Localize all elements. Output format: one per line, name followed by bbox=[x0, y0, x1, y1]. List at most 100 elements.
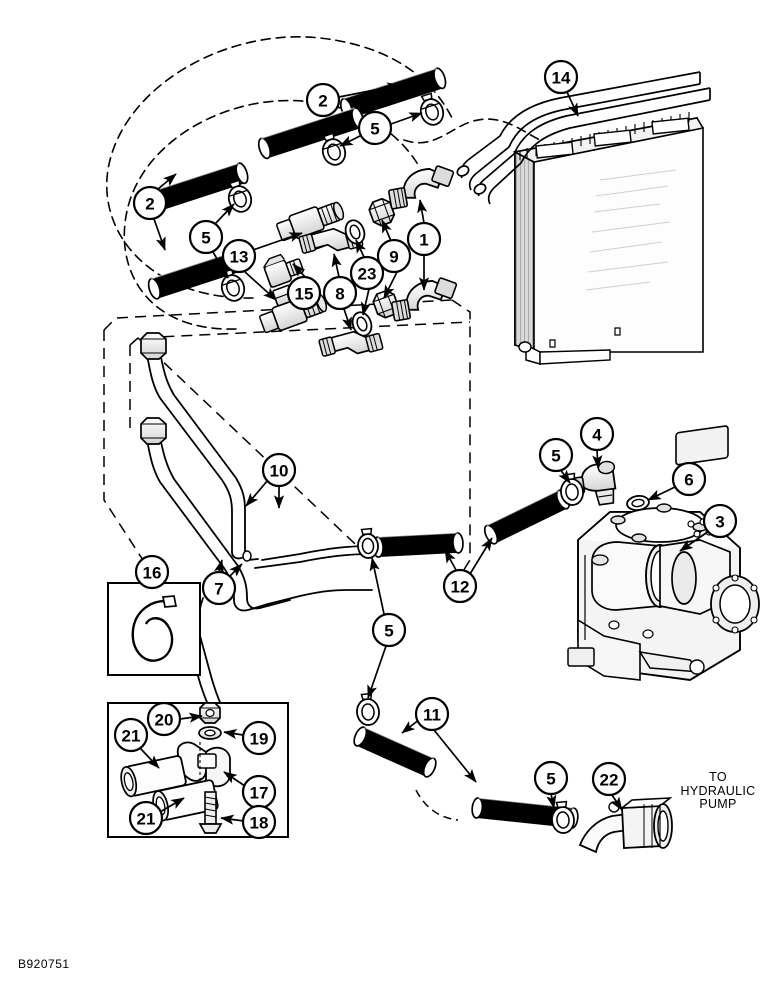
callout-number: 21 bbox=[137, 810, 156, 829]
callout-5[interactable]: 5 bbox=[533, 760, 569, 796]
callout-number: 16 bbox=[143, 564, 162, 583]
callout-11[interactable]: 11 bbox=[414, 696, 450, 732]
callout-5[interactable]: 5 bbox=[538, 437, 574, 473]
callout-18[interactable]: 18 bbox=[241, 804, 277, 840]
callout-circle bbox=[543, 59, 579, 95]
o-ring-pump bbox=[626, 495, 650, 511]
hydraulic-pump-adapter bbox=[578, 797, 673, 854]
callout-circle bbox=[221, 238, 257, 274]
callout-number: 5 bbox=[370, 120, 379, 139]
callout-circle bbox=[702, 503, 738, 539]
callout-22[interactable]: 22 bbox=[591, 761, 627, 797]
callout-circle bbox=[134, 554, 170, 590]
callout-circle bbox=[146, 701, 182, 737]
callout-number: 22 bbox=[600, 771, 619, 790]
callout-number: 15 bbox=[295, 285, 314, 304]
callout-number: 2 bbox=[145, 195, 154, 214]
callout-circle bbox=[414, 696, 450, 732]
cooler-inlet-outlet-hoses bbox=[456, 71, 711, 205]
figure-code: B920751 bbox=[18, 957, 70, 971]
washer-19 bbox=[198, 726, 222, 740]
callout-19[interactable]: 19 bbox=[241, 720, 277, 756]
tube-nut-a bbox=[140, 332, 167, 360]
callout-17[interactable]: 17 bbox=[241, 774, 277, 810]
elbow-90-lower bbox=[391, 277, 458, 322]
callout-circle bbox=[201, 570, 237, 606]
callout-4[interactable]: 4 bbox=[579, 416, 615, 452]
callout-number: 5 bbox=[546, 770, 555, 789]
callout-circle bbox=[579, 416, 615, 452]
callout-21[interactable]: 21 bbox=[128, 800, 164, 836]
callout-10[interactable]: 10 bbox=[261, 452, 297, 488]
callout-5[interactable]: 5 bbox=[357, 110, 393, 146]
elbow-fitting-upper bbox=[298, 227, 364, 254]
callout-number: 5 bbox=[201, 229, 210, 248]
callout-circle bbox=[533, 760, 569, 796]
callout-circle bbox=[591, 761, 627, 797]
callout-9[interactable]: 9 bbox=[376, 238, 412, 274]
callout-13[interactable]: 13 bbox=[221, 238, 257, 274]
callout-5[interactable]: 5 bbox=[371, 612, 407, 648]
callout-number: 19 bbox=[250, 730, 269, 749]
callout-20[interactable]: 20 bbox=[146, 701, 182, 737]
callout-number: 8 bbox=[335, 285, 344, 304]
nut-20 bbox=[199, 702, 221, 724]
callout-6[interactable]: 6 bbox=[671, 461, 707, 497]
callout-circle bbox=[128, 800, 164, 836]
elbow-90-upper bbox=[388, 165, 455, 210]
hydrostatic-pump bbox=[567, 425, 760, 681]
callout-15[interactable]: 15 bbox=[286, 275, 322, 311]
callout-circle bbox=[113, 717, 149, 753]
callout-circle bbox=[371, 612, 407, 648]
hose-clamps-upper bbox=[220, 92, 445, 302]
o-ring-upper bbox=[344, 219, 366, 245]
callout-number: 20 bbox=[155, 711, 174, 730]
callout-circle bbox=[357, 110, 393, 146]
callout-16[interactable]: 16 bbox=[134, 554, 170, 590]
callout-number: 14 bbox=[552, 69, 571, 88]
callout-circle bbox=[406, 221, 442, 257]
callout-number: 1 bbox=[419, 231, 428, 250]
to-hydraulic-pump-label: TO HYDRAULIC PUMP bbox=[666, 770, 770, 812]
callout-circle bbox=[241, 804, 277, 840]
callout-circle bbox=[188, 219, 224, 255]
inset-cable-tie bbox=[107, 582, 201, 676]
callout-circle bbox=[349, 255, 385, 291]
hose-12-assembly bbox=[357, 489, 571, 559]
callout-7[interactable]: 7 bbox=[201, 570, 237, 606]
callout-circle bbox=[305, 82, 341, 118]
callout-14[interactable]: 14 bbox=[543, 59, 579, 95]
bolt-18 bbox=[198, 791, 223, 834]
callout-circle bbox=[241, 720, 277, 756]
callout-number: 9 bbox=[389, 248, 398, 267]
o-ring-lower bbox=[351, 311, 373, 337]
callout-number: 13 bbox=[230, 248, 249, 267]
callout-2[interactable]: 2 bbox=[305, 82, 341, 118]
callout-number: 7 bbox=[214, 580, 223, 599]
hose-clamp-11 bbox=[356, 692, 380, 726]
callout-number: 12 bbox=[451, 578, 470, 597]
callout-number: 2 bbox=[318, 92, 327, 111]
elbow-fitting-lower bbox=[318, 330, 384, 357]
callout-number: 21 bbox=[122, 727, 141, 746]
callout-circle bbox=[442, 568, 478, 604]
callout-3[interactable]: 3 bbox=[702, 503, 738, 539]
to-label: TO bbox=[709, 770, 727, 784]
callout-8[interactable]: 8 bbox=[322, 275, 358, 311]
callout-2[interactable]: 2 bbox=[132, 185, 168, 221]
callout-number: 5 bbox=[551, 447, 560, 466]
callout-12[interactable]: 12 bbox=[442, 568, 478, 604]
callout-1[interactable]: 1 bbox=[406, 221, 442, 257]
callout-circle bbox=[286, 275, 322, 311]
callout-23[interactable]: 23 bbox=[349, 255, 385, 291]
callout-5[interactable]: 5 bbox=[188, 219, 224, 255]
callout-number: 6 bbox=[684, 471, 693, 490]
hose-clamp-12 bbox=[357, 527, 379, 559]
callout-circle bbox=[376, 238, 412, 274]
callout-number: 3 bbox=[715, 513, 724, 532]
callout-number: 23 bbox=[358, 265, 377, 284]
callout-number: 11 bbox=[423, 706, 441, 725]
callout-number: 10 bbox=[270, 462, 289, 481]
callout-21[interactable]: 21 bbox=[113, 717, 149, 753]
